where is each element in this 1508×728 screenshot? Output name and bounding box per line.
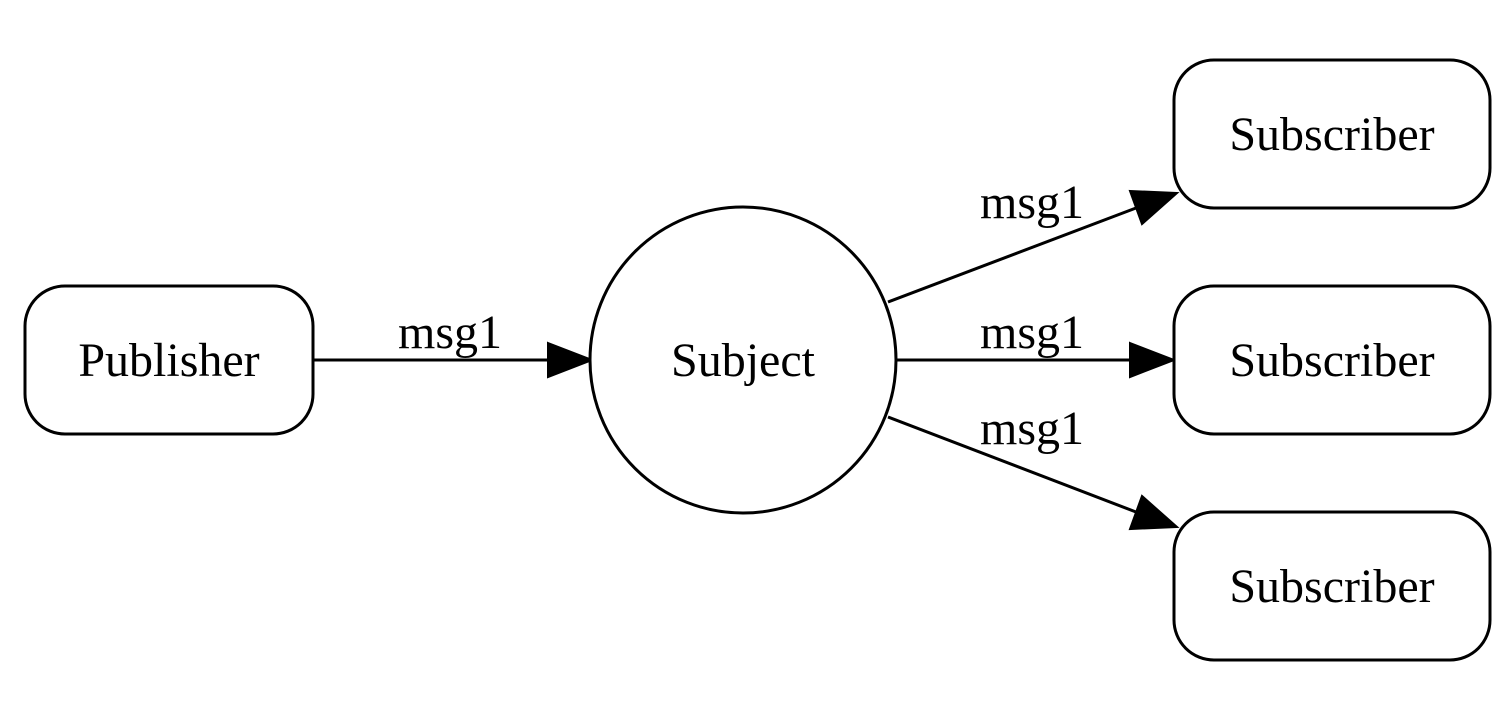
node-label: Subscriber [1229, 334, 1434, 387]
arrowhead-icon [547, 341, 595, 379]
node-box [1172, 284, 1492, 436]
node-label: Subscriber [1229, 560, 1434, 613]
edge-line [887, 206, 1137, 304]
arrowhead-icon [1128, 189, 1180, 226]
node-subscriber-3: Subscriber [1172, 510, 1492, 662]
node-publisher: Publisher [23, 284, 315, 436]
arrowhead-icon [1129, 341, 1177, 379]
node-label: Publisher [78, 334, 259, 387]
edge-label: msg1 [398, 306, 502, 359]
node-subscriber-1: Subscriber [1172, 58, 1492, 210]
node-subject: Subject [588, 205, 898, 515]
edge-subject-to-subscriber-2: msg1 [896, 306, 1177, 379]
edge-subject-to-subscriber-3: msg1 [887, 402, 1180, 531]
edge-subject-to-subscriber-1: msg1 [887, 176, 1180, 304]
edge-label: msg1 [980, 306, 1084, 359]
edge-publisher-to-subject: msg1 [313, 306, 595, 379]
edge-label: msg1 [980, 402, 1084, 455]
node-label: Subscriber [1229, 108, 1434, 161]
node-label: Subject [671, 334, 816, 387]
edge-line [887, 415, 1137, 514]
node-circle [588, 205, 898, 515]
node-subscriber-2: Subscriber [1172, 284, 1492, 436]
node-box [23, 284, 315, 436]
edge-label: msg1 [980, 176, 1084, 229]
arrowhead-icon [1128, 494, 1180, 531]
node-box [1172, 58, 1492, 210]
node-box [1172, 510, 1492, 662]
